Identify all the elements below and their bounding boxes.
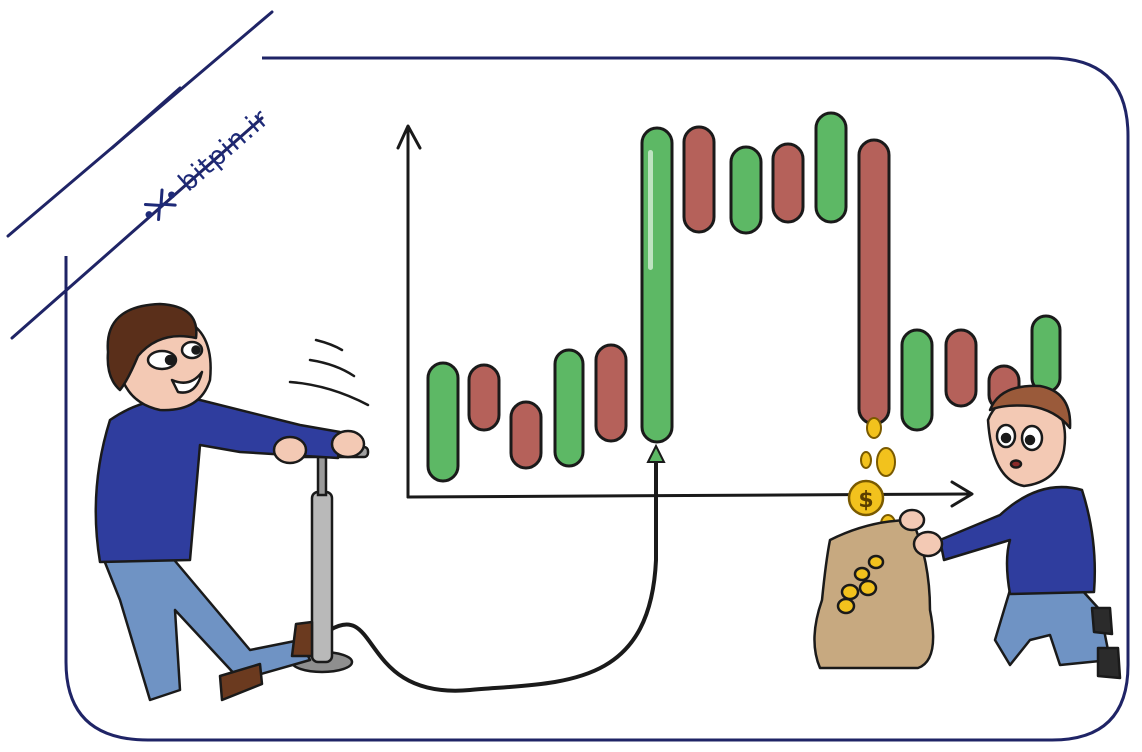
- x-axis-arrow: [950, 480, 974, 508]
- man-collecting-coins: [898, 384, 1122, 680]
- candle-9-bearish: [771, 142, 805, 224]
- left-man-shirt: [94, 396, 342, 564]
- dollar-coin-icon: $: [847, 479, 885, 517]
- right-man-mouth: [1009, 459, 1023, 469]
- brand: bitpin.ir: [143, 103, 275, 222]
- brand-name: bitpin.ir: [173, 103, 275, 197]
- x-axis: [406, 492, 972, 499]
- left-man-hand-1: [272, 435, 308, 465]
- coin-symbol: $: [858, 488, 873, 513]
- rounded-frame: [64, 56, 1130, 742]
- left-man-shoe-back: [290, 620, 314, 658]
- left-man-jeans: [102, 553, 312, 702]
- candle-3-bearish: [509, 400, 543, 470]
- candle-highlight: [648, 150, 653, 270]
- candle-13-bearish: [944, 328, 978, 408]
- candle-8-bullish: [729, 145, 763, 235]
- man-pumping: [94, 302, 366, 702]
- candle-12-bullish: [900, 328, 934, 432]
- candle-15-bullish: [1030, 314, 1062, 394]
- candlestick-series: [426, 111, 1062, 483]
- pump-hose: [328, 458, 658, 693]
- left-man-hand-2: [330, 429, 366, 459]
- hose-nozzle: [646, 443, 666, 463]
- right-man-shoe-1: [1090, 606, 1114, 636]
- right-man-jeans: [993, 586, 1112, 667]
- bitpin-logo-icon: [143, 188, 177, 222]
- candle-6-bullish: [640, 126, 674, 444]
- candle-4-bullish: [553, 348, 585, 468]
- candle-5-bearish: [594, 343, 628, 443]
- left-man-hair: [106, 302, 198, 392]
- air-pump-icon: [276, 445, 370, 674]
- right-man-hair: [988, 384, 1072, 430]
- right-man-shoe-2: [1096, 646, 1122, 680]
- right-man-shirt: [938, 485, 1097, 596]
- candle-11-bearish: [857, 138, 891, 426]
- right-man-hand-1: [912, 530, 944, 558]
- candle-1-bullish: [426, 361, 460, 483]
- candle-2-bearish: [467, 363, 501, 432]
- candle-7-bearish: [682, 125, 716, 234]
- y-axis-arrow: [396, 124, 422, 150]
- motion-lines: [288, 338, 370, 407]
- right-man-hand-2: [898, 508, 926, 532]
- left-man-shoe-front: [218, 662, 264, 702]
- left-man-smile: [170, 370, 204, 394]
- candle-10-bullish: [814, 111, 848, 224]
- decorative-diagonal-lines: [6, 10, 274, 340]
